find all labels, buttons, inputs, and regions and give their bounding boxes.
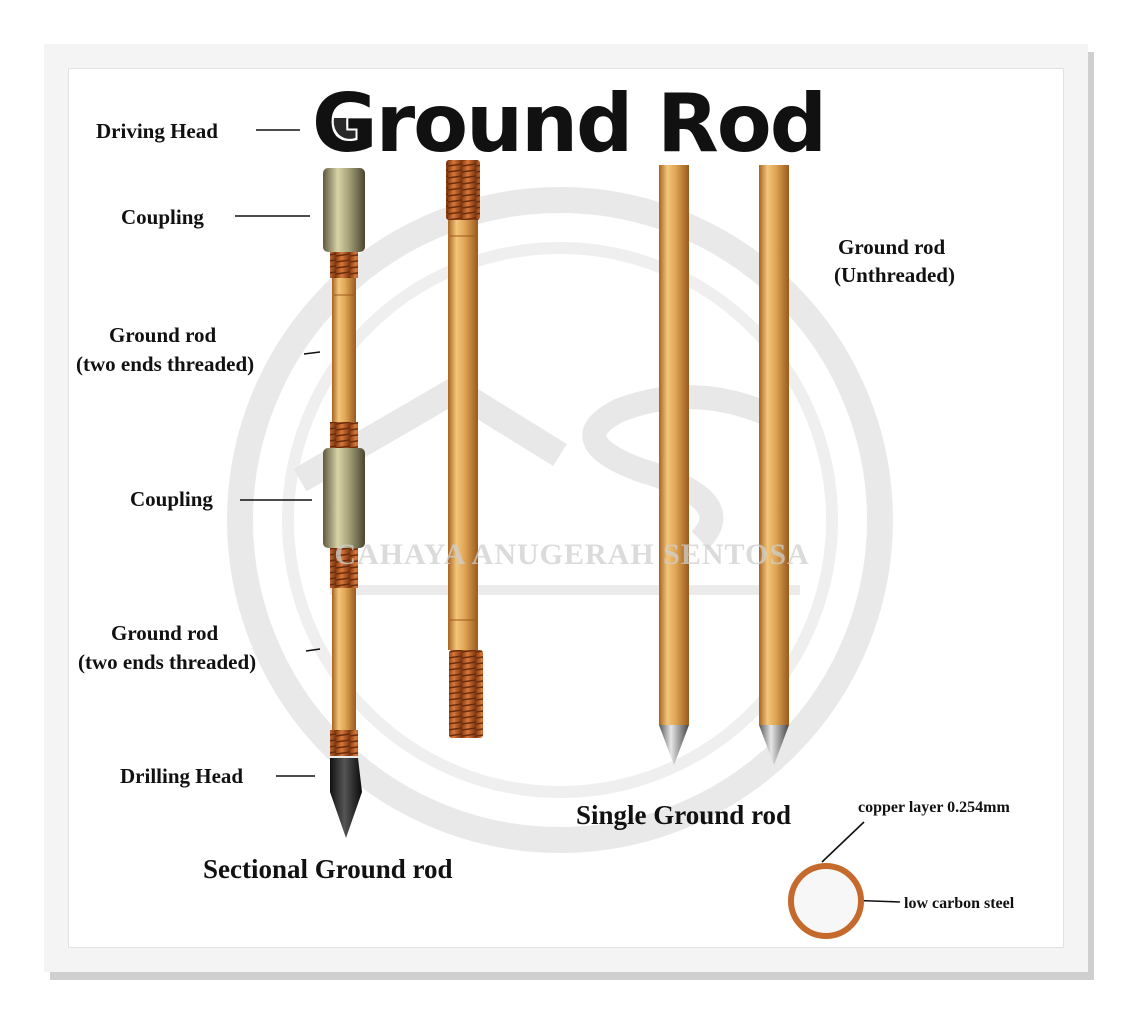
caption-sectional-ground-rod: Sectional Ground rod bbox=[203, 854, 453, 884]
label-unthreaded-line1: Ground rod bbox=[838, 235, 946, 259]
label-coupling-top: Coupling bbox=[121, 205, 204, 229]
label-ground-rod-threaded-1-line1: Ground rod bbox=[109, 323, 217, 347]
thread-segment bbox=[330, 548, 358, 588]
threaded-rod-section-1 bbox=[332, 278, 356, 422]
label-ground-rod-threaded-1-line2: (two ends threaded) bbox=[76, 352, 255, 376]
label-drilling-head: Drilling Head bbox=[120, 764, 244, 788]
leader-lines bbox=[235, 129, 901, 903]
sectional-ground-rod bbox=[323, 118, 365, 838]
label-ground-rod-threaded-2-line1: Ground rod bbox=[111, 621, 219, 645]
coupling-middle-part bbox=[323, 448, 365, 548]
thread-segment bbox=[330, 730, 358, 756]
two-ends-threaded-rod bbox=[446, 160, 483, 738]
coupling-top-part bbox=[323, 168, 365, 252]
thread-segment bbox=[330, 422, 358, 448]
cross-section-diagram bbox=[788, 863, 864, 939]
thread-segment bbox=[330, 252, 358, 278]
label-ground-rod-threaded-2-line2: (two ends threaded) bbox=[78, 650, 257, 674]
caption-single-ground-rod: Single Ground rod bbox=[576, 800, 792, 830]
label-coupling-middle: Coupling bbox=[130, 487, 213, 511]
label-driving-head: Driving Head bbox=[96, 119, 218, 143]
threaded-rod-section-2 bbox=[332, 588, 356, 730]
page-title: Ground Rod bbox=[311, 77, 828, 170]
label-low-carbon-steel: low carbon steel bbox=[904, 895, 1015, 912]
watermark-text: CAHAYA ANUGERAH SENTOSA bbox=[334, 538, 810, 571]
drilling-head-part bbox=[330, 758, 362, 838]
single-ground-rod-2 bbox=[759, 165, 789, 765]
label-unthreaded-line2: (Unthreaded) bbox=[834, 263, 955, 287]
single-ground-rod-1 bbox=[659, 165, 689, 765]
label-copper-layer: copper layer 0.254mm bbox=[858, 799, 1010, 816]
driving-head-part bbox=[324, 118, 364, 148]
